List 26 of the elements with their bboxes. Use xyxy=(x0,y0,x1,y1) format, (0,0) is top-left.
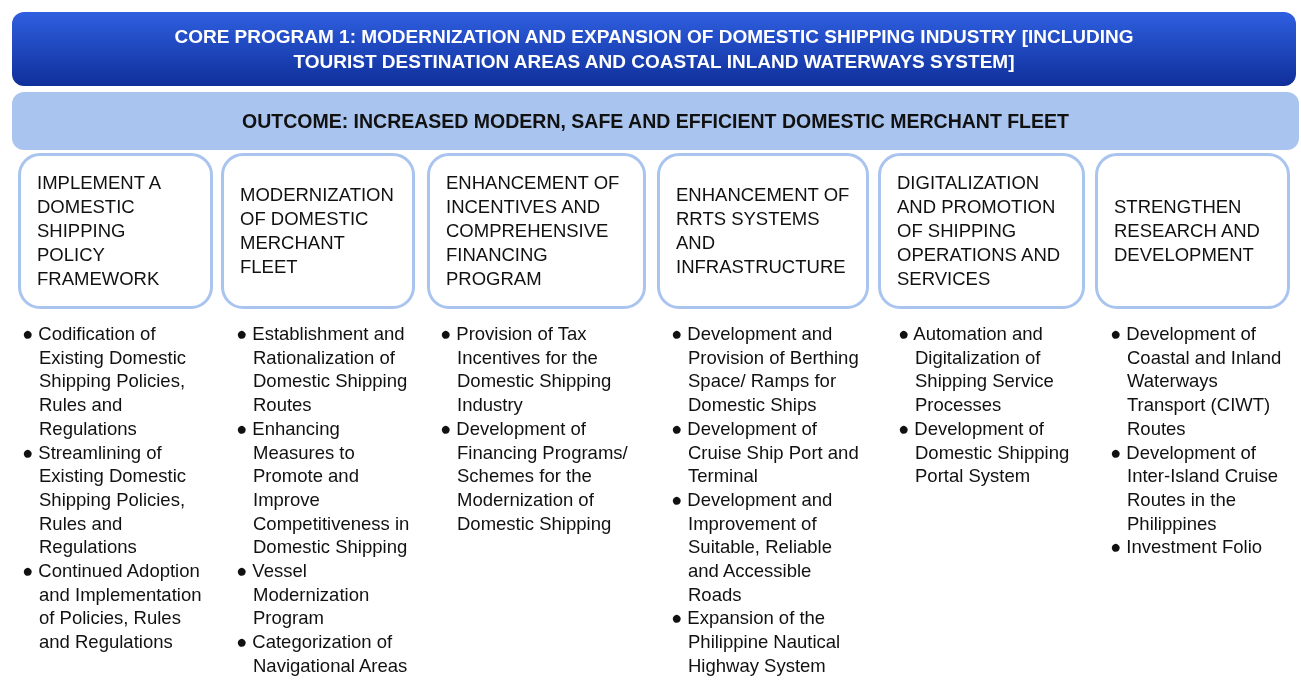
strategy-box: ENHANCEMENT OF RRTS SYSTEMS AND INFRASTRUCTURE xyxy=(657,153,869,309)
bullet-item: ● Streamlining of Existing Domestic Shipping Policies, Rules and Regulations xyxy=(22,440,187,560)
bullet-item: ● Provision of Tax Incentives for the Domestic Shipping Industry xyxy=(440,322,613,417)
bullet-item: ● Categorization of Navigational Areas xyxy=(236,630,409,678)
bullet-item: ● Development and Provision of Berthing Space/ Ramps for Domestic Ships xyxy=(671,322,860,417)
bullet-item: ● Codification of Existing Domestic Shipping Policies, Rules and Regulations xyxy=(22,322,187,441)
bullet-item: ● Development of Financing Programs/ Schemes for the Modernization of Domestic Shipping xyxy=(440,416,629,536)
bullet-item: ● Development of Coastal and Inland Waterways Transport (CIWT) Routes xyxy=(1110,322,1283,441)
bullet-item: ● Investment Folio xyxy=(1110,535,1264,560)
strategy-box: MODERNIZATION OF DOMESTIC MERCHANT FLEET xyxy=(221,153,415,309)
bullet-item: ● Vessel Modernization Program xyxy=(236,559,371,631)
outcome-banner: OUTCOME: INCREASED MODERN, SAFE AND EFFICIENT DOMESTIC MERCHANT FLEET xyxy=(12,92,1299,150)
bullet-item: ● Establishment and Rationalization of Domestic Shipping Routes xyxy=(236,322,409,417)
bullet-item: ● Enhancing Measures to Promote and Improve Competitiveness in Domestic Shipping xyxy=(236,416,411,560)
bullet-item: ● Expansion of the Philippine Nautical Highway System xyxy=(671,606,842,678)
strategy-box: DIGITALIZATION AND PROMOTION OF SHIPPING OPERATIONS AND SERVICES xyxy=(878,153,1085,309)
bullet-item: ● Development and Improvement of Suitable, Reliable and Accessible Roads xyxy=(671,487,834,607)
strategy-box: ENHANCEMENT OF INCENTIVES AND COMPREHENSIVE FINANCING PROGRAM xyxy=(427,153,646,309)
bullet-item: ● Development of Inter-Island Cruise Routes in the Philippines xyxy=(1110,440,1280,536)
bullet-item: ● Development of Domestic Shipping Portal System xyxy=(898,416,1071,488)
program-title-banner: CORE PROGRAM 1: MODERNIZATION AND EXPANSION OF DOMESTIC SHIPPING INDUSTRY [INCLUDING TOURIST DESTINATION AREAS AND COASTAL INLAND WATERWAYS SYSTEM] xyxy=(12,12,1296,86)
bullet-item: ● Development of Cruise Ship Port and Terminal xyxy=(671,416,860,488)
strategy-box: STRENGTHEN RESEARCH AND DEVELOPMENT xyxy=(1095,153,1290,309)
strategy-box: IMPLEMENT A DOMESTIC SHIPPING POLICY FRAMEWORK xyxy=(18,153,213,309)
bullet-item: ● Automation and Digitalization of Shipping Service Processes xyxy=(898,322,1055,417)
bullet-item: ● Continued Adoption and Implementation of Policies, Rules and Regulations xyxy=(22,559,203,654)
